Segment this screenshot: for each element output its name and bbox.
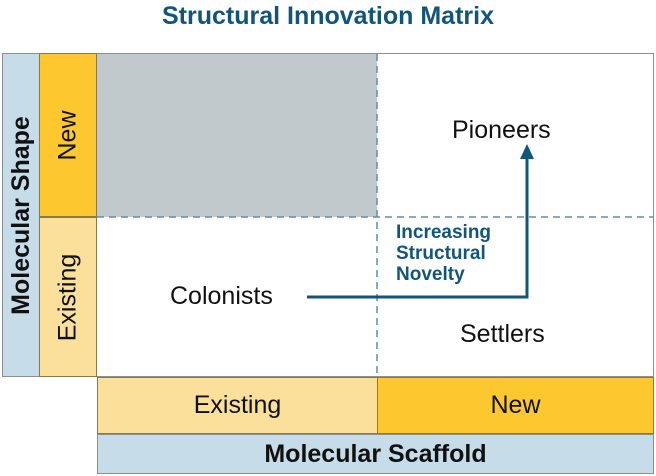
arrow-head-icon [520, 144, 534, 159]
x-level-existing: Existing [97, 377, 378, 434]
x-axis-label: Molecular Scaffold [97, 434, 654, 474]
arrow-label-line: Increasing [396, 222, 492, 243]
arrow-label-line: Novelty [396, 264, 465, 285]
novelty-arrow [307, 158, 529, 299]
y-level-new: New [39, 53, 97, 217]
quadrant-pioneers: Pioneers [452, 116, 551, 144]
quadrant-colonists: Colonists [170, 282, 273, 310]
x-level-new: New [377, 377, 654, 434]
y-axis-label-box: Molecular Shape [2, 53, 40, 377]
quadrant-settlers: Settlers [460, 320, 545, 348]
empty-quadrant [97, 54, 377, 217]
arrow-label: Increasing Structural Novelty [396, 222, 491, 285]
arrow-label-line: Structural [396, 243, 486, 264]
y-level-existing: Existing [39, 217, 97, 377]
diagram-title: Structural Innovation Matrix [162, 2, 494, 30]
